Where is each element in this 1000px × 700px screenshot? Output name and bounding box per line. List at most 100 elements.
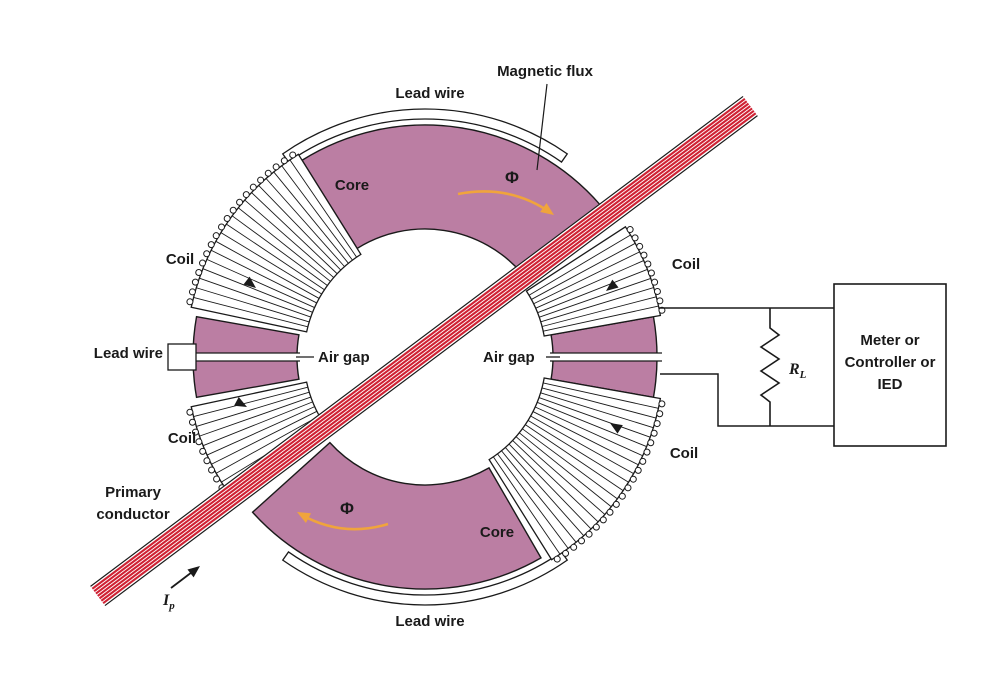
coil-upper-left-label: Coil bbox=[166, 251, 194, 268]
coil-turn-bump bbox=[186, 298, 194, 306]
coil-turn-bump bbox=[186, 408, 194, 416]
coil-turn-bump bbox=[236, 198, 244, 206]
coil-turn-bump bbox=[188, 288, 196, 296]
coil-turn-line bbox=[519, 432, 612, 508]
coil-turn-bump bbox=[618, 492, 626, 500]
coil-turn-line bbox=[199, 277, 311, 318]
coil-turn-line bbox=[244, 199, 335, 278]
magnetic-flux-leader bbox=[536, 83, 548, 171]
core-sector-top bbox=[301, 124, 602, 275]
coil-turn-line bbox=[543, 382, 659, 409]
coil-turn-bump bbox=[257, 176, 265, 184]
coil-turn-line bbox=[202, 401, 313, 447]
coil-upper-right-label: Coil bbox=[672, 256, 700, 273]
coil-sector-lower-right bbox=[488, 377, 662, 561]
coil-turn-line bbox=[226, 223, 325, 291]
air-gap-right-slit bbox=[550, 353, 662, 361]
coil-turn-line bbox=[540, 287, 654, 323]
secondary-wire-bottom bbox=[660, 373, 834, 427]
coil-turn-bump bbox=[647, 439, 655, 447]
coil-turn-bump bbox=[585, 530, 593, 538]
coil-turn-line bbox=[238, 207, 331, 282]
coil-turn-bump bbox=[188, 418, 196, 426]
coil-turn-line bbox=[251, 192, 338, 275]
coil-turn-bump bbox=[640, 251, 648, 259]
coil-turn-line bbox=[492, 456, 561, 555]
coil-turn-bump bbox=[553, 555, 561, 563]
coil-turn-bump bbox=[207, 241, 215, 249]
coil-turn-bump bbox=[208, 466, 216, 474]
coil-turn-bump bbox=[639, 457, 647, 465]
coil-turn-bump bbox=[217, 223, 225, 231]
coil-direction-arrow-lower-right bbox=[610, 423, 623, 434]
coil-lower-right-label: Coil bbox=[670, 445, 698, 462]
coil-turn-line bbox=[535, 406, 643, 457]
flux-phi-top-label: Φ bbox=[505, 168, 519, 187]
coil-turn-bump bbox=[191, 428, 199, 436]
coil-turn-line bbox=[515, 436, 606, 515]
conductor-stripe bbox=[97, 105, 751, 597]
coil-turn-line bbox=[210, 249, 317, 304]
core-top-label: Core bbox=[335, 177, 369, 194]
coil-turn-line bbox=[530, 415, 634, 474]
coil-turn-line bbox=[196, 287, 310, 323]
coil-turn-line bbox=[543, 305, 659, 332]
burden-resistor-label: RL bbox=[788, 361, 807, 381]
air-gap-left-label: Air gap bbox=[318, 349, 370, 366]
coil-turn-line bbox=[193, 386, 308, 418]
coil-direction-arrow-upper-left bbox=[243, 276, 256, 288]
diagram-labels: Magnetic flux Lead wire Core Φ Coil Coil… bbox=[94, 63, 936, 630]
core-sector-bottom bbox=[251, 441, 542, 590]
coil-turn-line bbox=[199, 396, 311, 437]
primary-conductor-label-line1: Primary bbox=[105, 484, 162, 501]
coil-turn-line bbox=[220, 232, 322, 295]
coil-turn-bump bbox=[636, 242, 644, 250]
coil-turn-line bbox=[532, 411, 639, 466]
ip-subscript: p bbox=[168, 600, 175, 612]
flux-phi-bottom-label: Φ bbox=[340, 499, 354, 518]
coil-turn-line bbox=[533, 251, 640, 305]
coil-turn-line bbox=[541, 296, 657, 327]
diagram-shapes bbox=[90, 83, 947, 607]
flux-arrowhead-bottom bbox=[297, 512, 312, 523]
meter-box-text-line2: Controller or bbox=[845, 354, 936, 371]
coil-turn-line bbox=[231, 215, 328, 286]
coil-turn-line bbox=[206, 258, 315, 308]
primary-current-label: Ip bbox=[162, 592, 175, 612]
coil-turn-bump bbox=[229, 206, 237, 214]
flux-arrow-top bbox=[457, 190, 552, 215]
coil-turn-line bbox=[211, 410, 318, 465]
rl-symbol: R bbox=[788, 361, 800, 378]
coil-turn-line bbox=[215, 415, 320, 474]
coil-turn-bump bbox=[647, 269, 655, 277]
coil-turn-line bbox=[537, 401, 647, 447]
coil-turn-bump bbox=[578, 537, 586, 545]
coil-turn-line bbox=[525, 424, 624, 492]
coil-turn-line bbox=[281, 165, 353, 261]
coil-turn-line bbox=[541, 387, 657, 419]
primary-conductor-label-line2: conductor bbox=[96, 506, 169, 523]
coil-turn-bump bbox=[199, 259, 207, 267]
coil-turn-bump bbox=[195, 269, 203, 277]
coil-turn-line bbox=[535, 260, 644, 309]
coil-turn-bump bbox=[624, 484, 632, 492]
coil-turn-bump bbox=[653, 420, 661, 428]
coil-sector-upper-right bbox=[525, 225, 662, 337]
coil-turn-bump bbox=[626, 226, 634, 234]
coil-turn-line bbox=[206, 406, 315, 456]
coil-turn-bump bbox=[562, 549, 570, 557]
coil-turn-line bbox=[265, 178, 345, 267]
coil-turn-bump bbox=[203, 457, 211, 465]
flux-arrowhead-top bbox=[540, 203, 554, 215]
lead-wire-tab-left bbox=[167, 343, 197, 371]
coil-turn-line bbox=[528, 234, 631, 296]
magnetic-flux-label: Magnetic flux bbox=[497, 63, 594, 80]
coil-turn-bump bbox=[629, 475, 637, 483]
coil-turn-bump bbox=[634, 466, 642, 474]
coil-turn-bump bbox=[203, 250, 211, 258]
lead-wire-top-label: Lead wire bbox=[395, 85, 464, 102]
coil-turn-bump bbox=[631, 234, 639, 242]
coil-turn-bump bbox=[213, 475, 221, 483]
